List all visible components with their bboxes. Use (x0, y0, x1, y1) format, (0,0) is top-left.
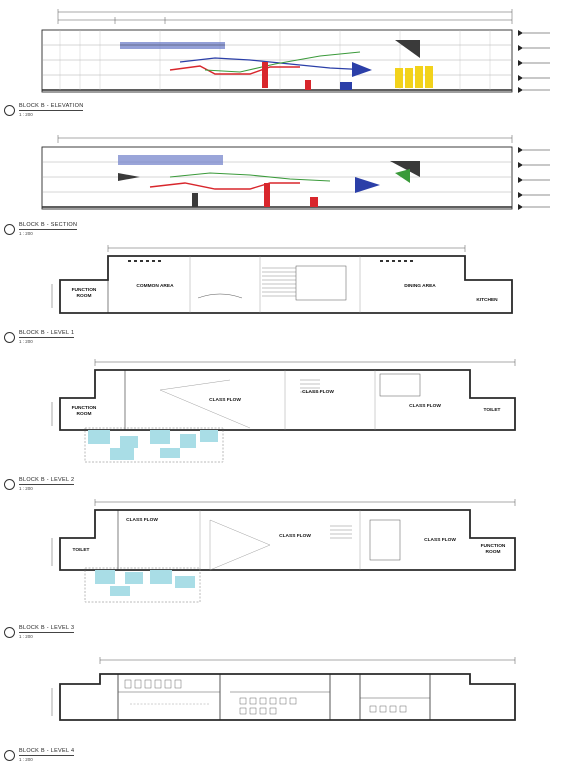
room-label: TOILET (483, 408, 501, 413)
section-marker-icon (4, 750, 15, 761)
section-svg (41, 135, 550, 210)
room-label: COMMON AREA (136, 284, 174, 289)
level2-plan: FUNCTION ROOM CLASS FLOW CLASS FLOW CLAS… (0, 350, 563, 491)
drawing-caption: BLOCK B - LEVEL 4 1 : 200 (4, 748, 204, 770)
level4-svg (51, 657, 516, 721)
drawing-scale: 1 : 200 (19, 757, 33, 762)
elevation-drawing: BLOCK B - ELEVATION 1 : 200 (0, 0, 563, 125)
room-label: FUNCTION ROOM (480, 544, 506, 555)
drawing-caption: BLOCK B - ELEVATION 1 : 200 (4, 103, 204, 125)
room-label: FUNCTION ROOM (71, 406, 97, 417)
drawing-scale: 1 : 200 (19, 112, 33, 117)
drawing-scale: 1 : 200 (19, 339, 33, 344)
room-label: CLASS FLOW (424, 538, 456, 543)
section-marker-icon (4, 332, 15, 343)
elevation-svg (41, 9, 550, 93)
level2-svg (51, 359, 516, 463)
section-drawing: BLOCK B - SECTION 1 : 200 (0, 125, 563, 240)
drawing-title: BLOCK B - LEVEL 4 (19, 748, 75, 756)
level4-plan: BLOCK B - LEVEL 4 1 : 200 (0, 640, 563, 767)
drawing-title: BLOCK B - SECTION (19, 222, 78, 230)
room-label: DINING AREA (404, 284, 436, 289)
room-label: TOILET (72, 548, 90, 553)
drawing-title: BLOCK B - ELEVATION (19, 103, 84, 111)
section-marker-icon (4, 479, 15, 490)
drawing-caption: BLOCK B - LEVEL 3 1 : 200 (4, 625, 204, 647)
room-label: CLASS FLOW (302, 390, 334, 395)
section-marker-icon (4, 105, 15, 116)
drawing-scale: 1 : 200 (19, 486, 33, 491)
drawing-scale: 1 : 200 (19, 231, 33, 236)
level3-svg (51, 499, 516, 603)
level1-svg (51, 245, 513, 314)
drawing-caption: BLOCK B - SECTION 1 : 200 (4, 222, 204, 244)
drawing-title: BLOCK B - LEVEL 2 (19, 477, 75, 485)
room-label: CLASS FLOW (409, 404, 441, 409)
drawing-scale: 1 : 200 (19, 634, 33, 639)
room-label: CLASS FLOW (279, 534, 311, 539)
drawing-title: BLOCK B - LEVEL 1 (19, 330, 75, 338)
drawing-title: BLOCK B - LEVEL 3 (19, 625, 75, 633)
drawing-caption: BLOCK B - LEVEL 1 1 : 200 (4, 330, 204, 352)
section-marker-icon (4, 224, 15, 235)
level1-plan: FUNCTION ROOM COMMON AREA DINING AREA KI… (0, 240, 563, 350)
section-marker-icon (4, 627, 15, 638)
room-label: FUNCTION ROOM (71, 288, 97, 299)
drawing-caption: BLOCK B - LEVEL 2 1 : 200 (4, 477, 204, 499)
level3-plan: CLASS FLOW TOILET CLASS FLOW CLASS FLOW … (0, 490, 563, 640)
room-label: CLASS FLOW (126, 518, 158, 523)
room-label: CLASS FLOW (209, 398, 241, 403)
room-label: KITCHEN (476, 298, 498, 303)
